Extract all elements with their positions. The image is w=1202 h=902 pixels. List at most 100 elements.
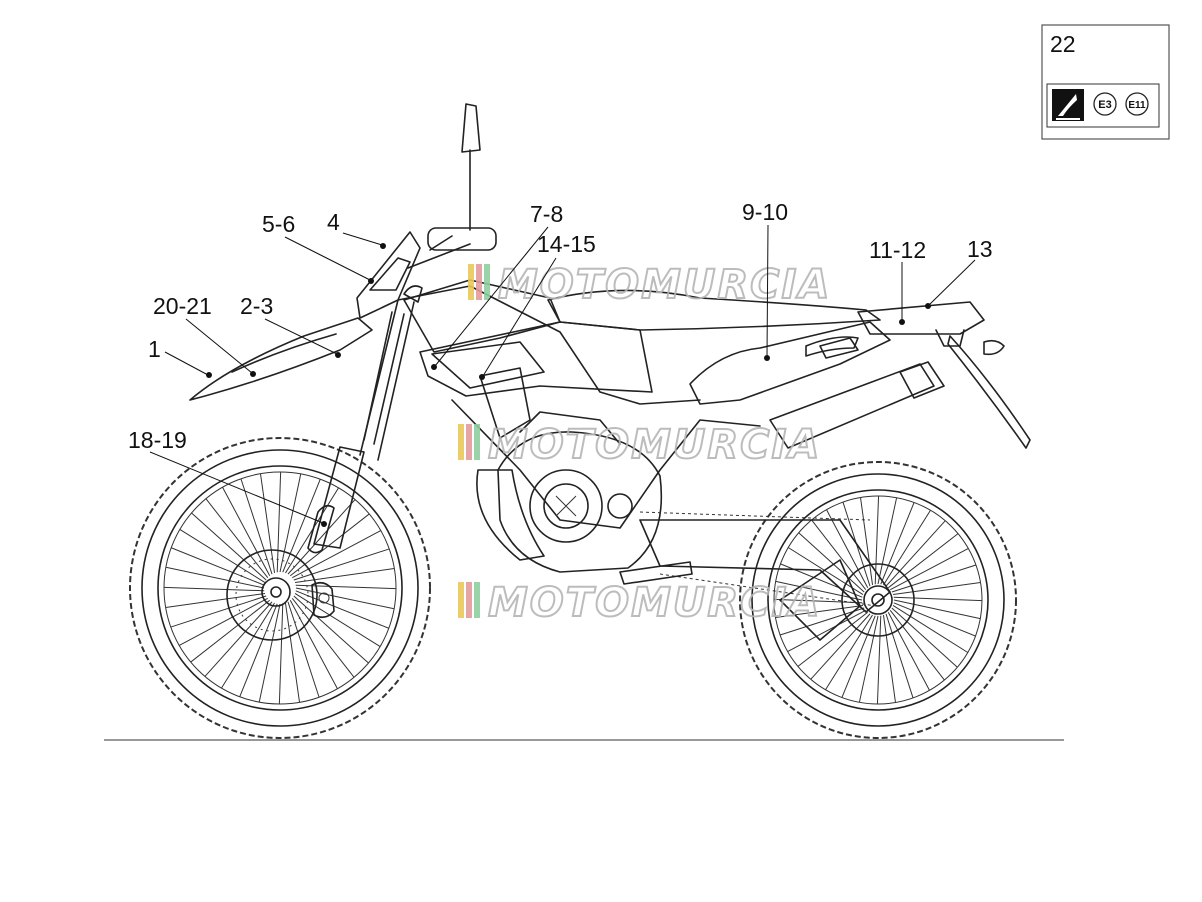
callout-11-12: 11-12 — [869, 237, 926, 263]
wheel-spoke — [893, 596, 983, 602]
wheel-spoke — [797, 611, 869, 667]
callouts: 1 20-21 2-3 5-6 4 7-8 14-15 9-10 11-12 1… — [128, 199, 993, 527]
watermark-middle: MOTOMURCIA — [458, 421, 821, 469]
fork-guard — [313, 446, 365, 549]
e3-approval-mark-icon: E3 — [1093, 92, 1117, 116]
aprilia-logo-icon — [1052, 89, 1084, 121]
callout-13: 13 — [967, 236, 993, 262]
wheel-spoke — [279, 473, 302, 573]
wheel-spoke — [293, 548, 390, 581]
watermark-stripe — [474, 424, 480, 460]
wheel-spoke — [880, 502, 915, 585]
wheel-spoke — [259, 473, 276, 574]
watermark-stripe — [474, 582, 480, 618]
wheel-spoke — [826, 509, 869, 588]
wheel-spoke — [179, 529, 266, 583]
wheel-spoke — [171, 547, 265, 586]
callout-14-15: 14-15 — [537, 231, 596, 257]
wheel-spoke — [191, 512, 267, 581]
watermark-bottom: MOTOMURCIA — [458, 579, 821, 627]
wheel-spoke — [239, 603, 278, 697]
wheel-spoke — [825, 614, 873, 691]
watermark-stripe — [458, 582, 464, 618]
watermark-top: MOTOMURCIA — [468, 261, 831, 309]
callout-7-8: 7-8 — [530, 201, 563, 227]
wheel-spoke — [890, 548, 969, 591]
wheel-spoke — [887, 533, 959, 589]
watermark-stripe — [466, 582, 472, 618]
wheel-spoke — [779, 607, 865, 636]
wheel-spoke — [860, 497, 874, 586]
wheel-spoke — [285, 487, 339, 574]
wheel-spoke — [295, 584, 397, 590]
wheel-spoke — [287, 601, 320, 698]
watermark-text: MOTOMURCIA — [498, 262, 831, 308]
callout-20-21: 20-21 — [153, 293, 212, 319]
watermark-stripe — [484, 264, 490, 300]
wheel-spoke — [893, 602, 976, 637]
wheel-spoke — [295, 587, 395, 610]
wheel-spoke — [278, 603, 284, 705]
wheel-spoke — [222, 486, 271, 576]
wheel-spoke — [178, 597, 268, 646]
watermark-stripe — [468, 264, 474, 300]
wheel-spoke — [282, 479, 321, 573]
wheel-spoke — [891, 607, 958, 668]
watermark-text: MOTOMURCIA — [488, 422, 821, 468]
wheel-spoke — [876, 615, 882, 705]
wheel-spoke — [294, 593, 381, 647]
wheel-spoke — [258, 603, 281, 703]
e11-approval-mark-icon: E11 — [1125, 92, 1149, 116]
wheel-spoke — [877, 497, 898, 585]
wheel-spoke — [240, 478, 273, 575]
wheel-spoke — [787, 547, 864, 595]
wheel-spoke — [787, 609, 866, 652]
watermark-text: MOTOMURCIA — [488, 580, 821, 626]
svg-text:E3: E3 — [1098, 99, 1111, 111]
wheel-spoke — [289, 600, 338, 690]
callout-2-3: 2-3 — [240, 293, 273, 319]
watermark-stripe — [458, 424, 464, 460]
wheel-spoke — [882, 614, 896, 703]
svg-text:E11: E11 — [1128, 100, 1146, 111]
wheel-spoke — [810, 613, 871, 680]
wheel-spoke — [205, 498, 269, 579]
motorcycle-illustration — [129, 103, 1031, 739]
wheel-spoke — [887, 612, 930, 691]
legend-number: 22 — [1050, 31, 1076, 57]
watermark-stripe — [476, 264, 482, 300]
wheel-spoke — [163, 586, 265, 592]
wheel-spoke — [883, 509, 931, 586]
callout-18-19: 18-19 — [128, 427, 187, 453]
front-wheel — [129, 437, 431, 739]
wheel-spoke — [295, 590, 389, 629]
wheel-spoke — [893, 599, 981, 620]
wheel-spoke — [292, 530, 382, 579]
callout-4: 4 — [327, 209, 340, 235]
wheel-spoke — [892, 605, 969, 653]
callout-9-10: 9-10 — [742, 199, 788, 225]
callout-5-6: 5-6 — [262, 211, 295, 237]
wheel-spoke — [284, 602, 301, 703]
wheel-spoke — [204, 601, 273, 677]
wheel-spoke — [287, 499, 356, 575]
wheel-spoke — [775, 580, 863, 601]
wheel-spoke — [775, 604, 864, 618]
wheel-spoke — [165, 592, 266, 609]
wheel-spoke — [291, 597, 355, 678]
callout-1: 1 — [148, 336, 161, 362]
wheel-spoke — [294, 567, 395, 584]
wheel-spoke — [276, 471, 282, 573]
legend-box: 22 E3 E11 — [1041, 24, 1170, 140]
wheel-spoke — [885, 520, 946, 587]
wheel-spoke — [889, 609, 945, 681]
wheel-spoke — [811, 519, 867, 591]
wheel-spoke — [190, 599, 271, 663]
wheel-spoke — [773, 598, 863, 604]
watermark: MOTOMURCIA MOTOMURCIA MOTOMURCIA — [458, 261, 831, 627]
wheel-spoke — [885, 613, 914, 699]
wheel-spoke — [858, 615, 879, 703]
wheel-spoke — [289, 513, 370, 577]
wheel-spoke — [165, 566, 265, 589]
